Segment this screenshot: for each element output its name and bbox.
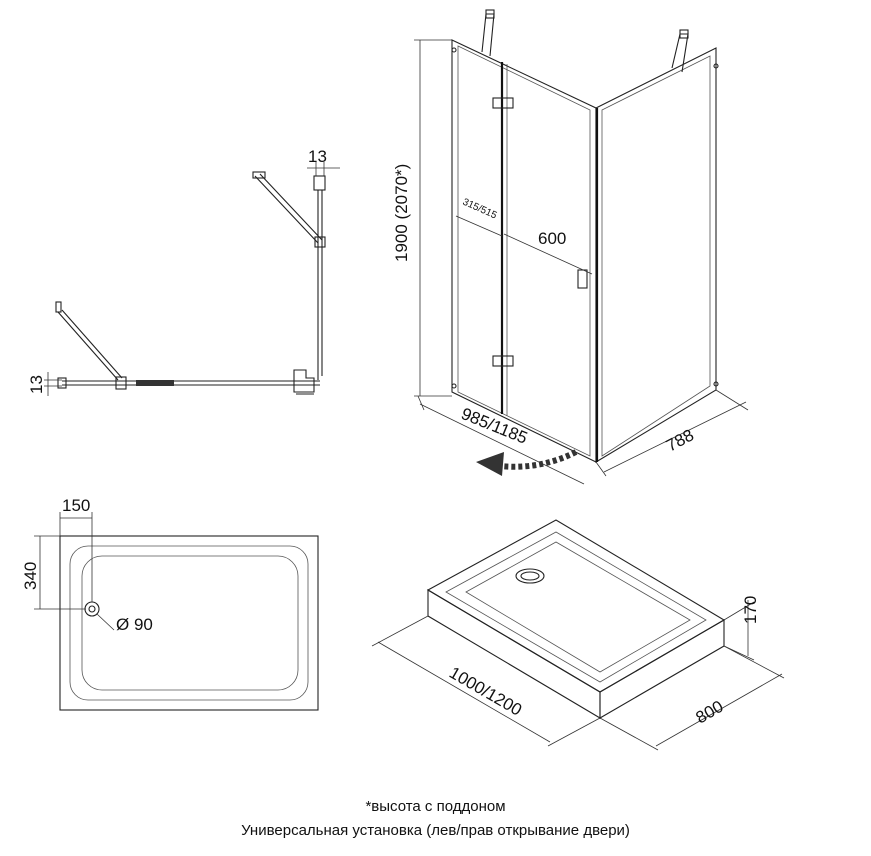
plan-door-swing-lower: [57, 311, 119, 381]
tray-basin: [81, 555, 299, 691]
plan-view: 13 13: [27, 147, 340, 396]
tray-iso-dim-height: 170: [741, 596, 760, 624]
plan-hinge-upper: [314, 236, 326, 248]
tray-iso-basin: [465, 541, 691, 673]
installation-note: Универсальная установка (лев/прав открыв…: [241, 822, 630, 839]
tray-drain: [84, 601, 100, 617]
tray-top-view: 150 340 Ø 90: [21, 496, 319, 711]
plan-door-swing-upper: [254, 175, 319, 244]
tray-iso-top: [426, 519, 726, 693]
plan-handle: [136, 380, 174, 386]
cabin-dim-width: 985/1185: [459, 404, 531, 448]
tray-outer: [59, 535, 319, 711]
cabin-hinge-upper: [492, 97, 514, 109]
cabin-bracket-left: [481, 13, 495, 57]
tray-iso-drain: [515, 568, 545, 584]
cabin-view: 1900 (2070*) 315/515 600 985/1185 788: [392, 9, 749, 485]
plan-top-fitting: [313, 175, 326, 191]
plan-dim-left: 13: [27, 375, 46, 394]
cabin-dim-height: 1900 (2070*): [392, 164, 411, 262]
footnote-text: *высота с поддоном: [365, 798, 506, 815]
tray-dim-drain-x: 150: [62, 496, 90, 515]
door-swing-arrow: [499, 449, 578, 470]
tray-iso-view: 170 1000/1200 800: [371, 519, 785, 751]
cabin-bracket-right: [671, 33, 689, 73]
cabin-side-panel: [595, 47, 717, 463]
tray-dim-drain-diameter: Ø 90: [116, 615, 153, 634]
tray-inner-rim: [69, 545, 309, 701]
tray-iso-dim-length: 1000/1200: [446, 663, 525, 720]
plan-corner-fitting: [293, 369, 315, 393]
cabin-handle: [577, 269, 588, 289]
tray-iso-dim-width: 800: [693, 697, 727, 728]
cabin-dim-fixed-panel: 315/515: [461, 197, 499, 222]
cabin-dim-depth: 788: [663, 425, 697, 455]
plan-dim-top: 13: [308, 147, 327, 166]
cabin-front-panel: [451, 39, 597, 463]
tray-dim-drain-y: 340: [21, 562, 40, 590]
cabin-hinge-lower: [492, 355, 514, 367]
door-swing-arrowhead: [476, 452, 504, 476]
cabin-dim-door: 600: [538, 229, 566, 248]
